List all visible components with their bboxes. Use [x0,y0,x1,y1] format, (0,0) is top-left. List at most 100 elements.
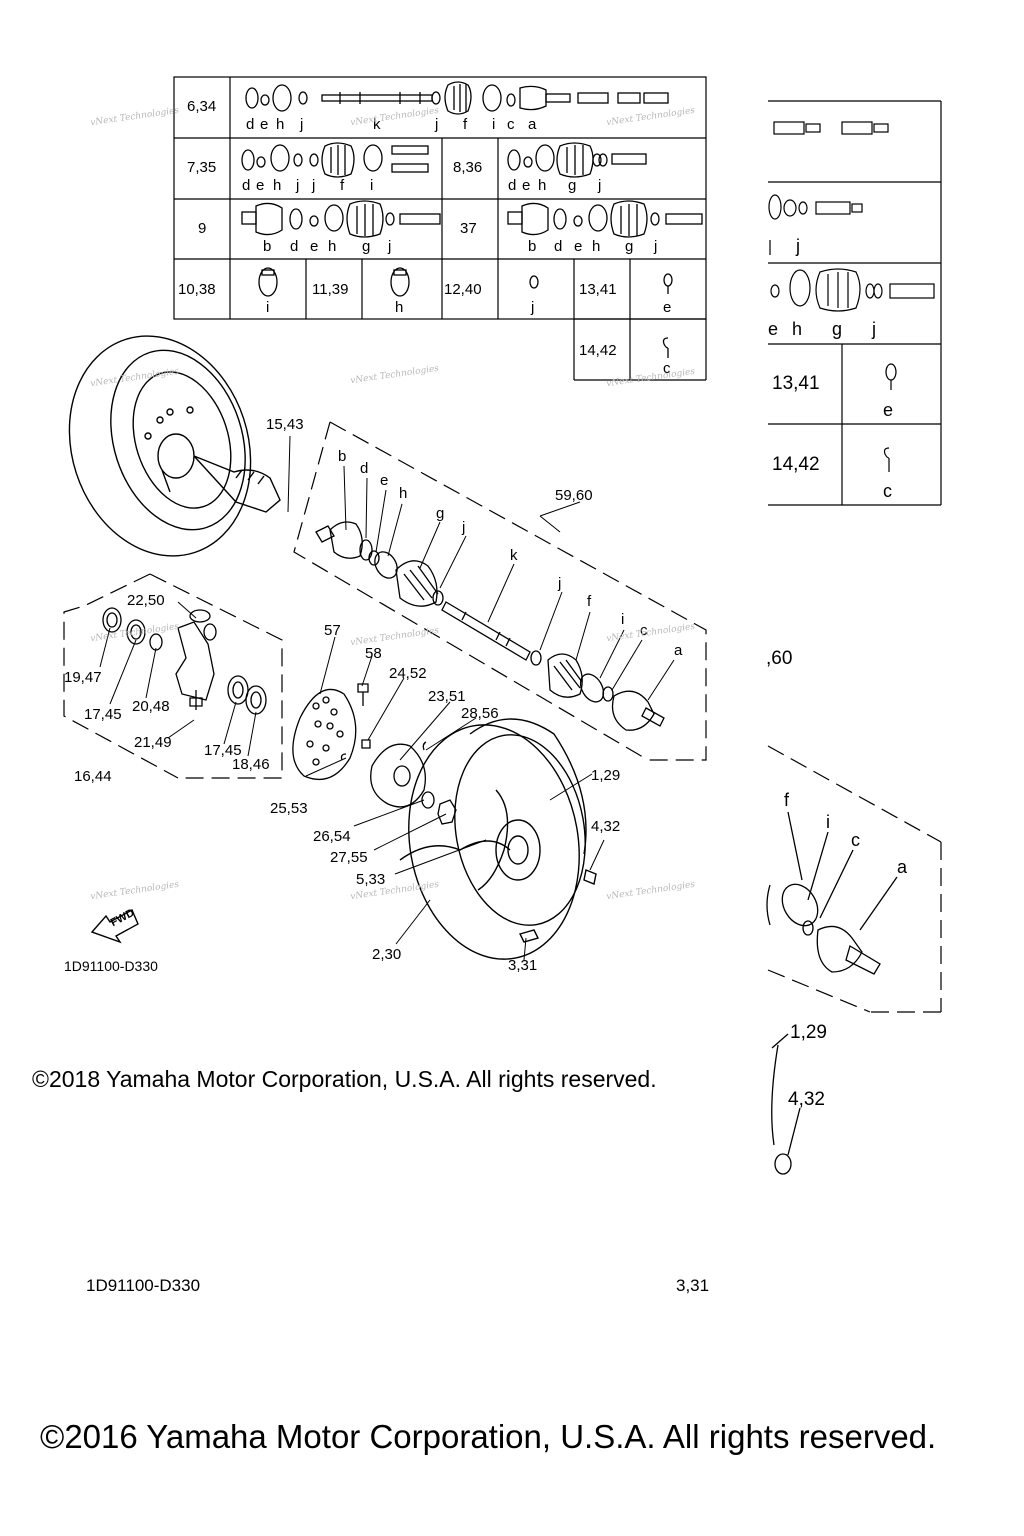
part-letter: j [312,177,316,194]
row-label-7-35: 7,35 [187,159,217,176]
part-letter: j [654,238,658,255]
ghost-callout-1-29: 1,29 [790,1022,827,1043]
part-letter-k: k [510,547,518,564]
callout-17-45b: 17,45 [204,742,242,759]
part-letter: d [508,177,517,194]
part-letter: i [492,116,496,133]
ghost-letter: e [768,319,779,339]
ghost-letter: c [851,830,860,850]
ghost-letter: e [883,400,894,420]
ghost-label-13-41: 13,41 [772,373,820,394]
part-letter: j [388,238,392,255]
part-letter-e: e [380,472,389,489]
part-letter: c [663,360,671,377]
part-letter: h [328,238,337,255]
callout-27-55: 27,55 [330,849,368,866]
part-letter: k [373,116,381,133]
part-letter: g [625,238,634,255]
part-letter: h [395,299,404,316]
callout-24-52: 24,52 [389,665,427,682]
part-letter: h [273,177,282,194]
part-letter: c [507,116,515,133]
part-letter: j [598,177,602,194]
part-letter: d [290,238,299,255]
part-letter: j [296,177,300,194]
ghost-callout-3-31: 3,31 [676,1276,710,1295]
part-letter-i: i [621,611,625,628]
row-label-13-41: 13,41 [579,281,617,298]
callout-3-31: 3,31 [508,957,538,974]
part-letter: b [263,238,272,255]
ghost-callout-60: ,60 [766,648,793,669]
part-letter: e [310,238,319,255]
callout-1-29: 1,29 [591,767,621,784]
part-letter: e [574,238,583,255]
callout-58: 58 [365,645,382,662]
part-letter: i [266,299,270,316]
part-letter: j [300,116,304,133]
callout-57: 57 [324,622,341,639]
copyright-2016: ©2016 Yamaha Motor Corporation, U.S.A. A… [40,1418,937,1455]
part-letter: f [463,116,468,133]
callout-2-30: 2,30 [372,946,402,963]
part-letter: b [528,238,537,255]
part-letter: g [568,177,577,194]
row-label-12-40: 12,40 [444,281,482,298]
part-letter: h [592,238,601,255]
callout-4-32: 4,32 [591,818,621,835]
part-letter: e [522,177,531,194]
part-letter: g [362,238,371,255]
callout-15-43: 15,43 [266,416,304,433]
callout-59-60: 59,60 [555,487,593,504]
part-letter-h: h [399,485,408,502]
part-letter: j [531,299,535,316]
ghost-letter: g [832,319,843,339]
part-letter-j: j [462,519,466,536]
ghost-letter: a [897,857,908,877]
part-letter: h [276,116,285,133]
callout-17-45: 17,45 [84,706,122,723]
row-label-8-36: 8,36 [453,159,483,176]
row-label-37: 37 [460,220,477,237]
callout-25-53: 25,53 [270,800,308,817]
ghost-letter: j [796,236,800,256]
copyright-2018: ©2018 Yamaha Motor Corporation, U.S.A. A… [32,1066,657,1092]
part-letter: e [256,177,265,194]
row-label-14-42: 14,42 [579,342,617,359]
callout-16-44: 16,44 [74,768,112,785]
part-letter: e [663,299,672,316]
part-letter-b: b [338,448,347,465]
part-letter: d [246,116,255,133]
row-label-6-34: 6,34 [187,98,217,115]
part-letter: i [370,177,374,194]
part-letter-a: a [674,642,683,659]
callout-21-49: 21,49 [134,734,172,751]
part-letter-g: g [436,505,445,522]
part-letter: e [260,116,269,133]
part-letter: d [554,238,563,255]
part-letter: d [242,177,251,194]
part-letter: a [528,116,537,133]
row-label-9: 9 [198,220,207,237]
part-letter: j [435,116,439,133]
row-label-10-38: 10,38 [178,281,216,298]
part-letter: f [340,177,345,194]
part-letter-c: c [640,622,648,639]
ghost-callout-4-32: 4,32 [788,1089,825,1110]
callout-28-56: 28,56 [461,705,499,722]
drawing-code-ghost: 1D91100-D330 [86,1276,201,1295]
callout-5-33: 5,33 [356,871,386,888]
ghost-letter: c [883,481,892,501]
callout-26-54: 26,54 [313,828,351,845]
drawing-code: 1D91100-D330 [64,958,158,974]
callout-22-50: 22,50 [127,592,165,609]
ghost-letter: j [872,319,876,339]
ghost-letter: h [792,319,803,339]
callout-19-47: 19,47 [64,669,102,686]
callout-18-46: 18,46 [232,756,270,773]
ghost-letter: f [784,790,790,810]
